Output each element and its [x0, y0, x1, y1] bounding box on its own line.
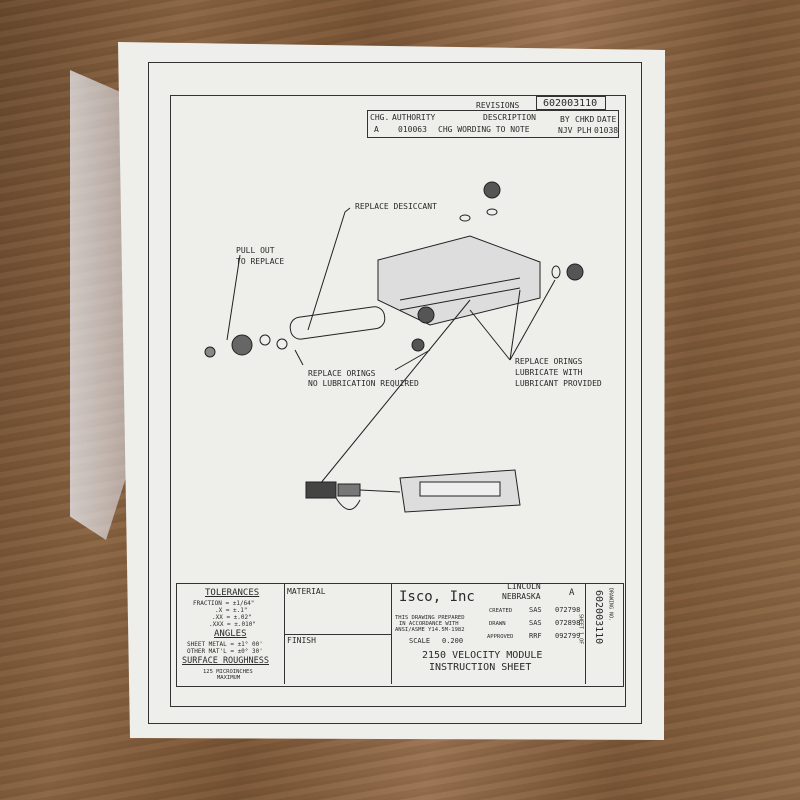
angles-title: ANGLES: [214, 629, 247, 639]
header-date: DATE: [597, 115, 617, 124]
divider: [585, 584, 586, 684]
oring: [459, 214, 471, 222]
fitting: [411, 338, 425, 352]
revisions-table: REVISIONS CHG. AUTHORITY DESCRIPTION BY …: [367, 101, 619, 138]
standard-line-2: IN ACCORDANCE WITH: [399, 621, 459, 627]
title-block: TOLERANCES FRACTION = ±1/64" .X = ±.1" .…: [176, 582, 624, 687]
cell-description: CHG WORDING TO NOTE: [438, 125, 530, 134]
callout-no-lubrication: NO LUBRICATION REQUIRED: [308, 379, 419, 388]
cell-authority: 010063: [398, 125, 427, 134]
approved-date: 092799: [555, 632, 581, 640]
drawing-no-label: DRAWING NO.: [607, 588, 614, 622]
callout-replace-orings-b: REPLACE ORINGS: [515, 357, 583, 366]
callout-replace-desiccant: REPLACE DESICCANT: [355, 202, 437, 211]
divider: [391, 584, 392, 684]
standard-line-3: ANSI/ASME Y14.5M-1982: [395, 627, 465, 633]
divider: [284, 634, 391, 635]
tolerances-cell: TOLERANCES FRACTION = ±1/64" .X = ±.1" .…: [177, 584, 285, 684]
header-chg: CHG.: [370, 113, 390, 122]
cell-chkd: PLH: [577, 126, 592, 135]
tolerance-x: .X = ±.1": [215, 607, 248, 614]
desiccant-tube: [289, 306, 386, 340]
pull-out-plug: [204, 346, 216, 358]
tolerance-xxx: .XXX = ±.010": [209, 621, 256, 628]
oring: [276, 338, 288, 350]
revisions-title: REVISIONS: [476, 101, 520, 110]
inner-border: [170, 95, 626, 707]
standard-line-1: THIS DRAWING PREPARED: [395, 615, 465, 621]
drawing-number: 602003110: [543, 98, 598, 109]
callout-pull-out: PULL OUT: [236, 246, 275, 255]
velocity-module-body: [377, 235, 541, 326]
cell-chg: A: [374, 125, 379, 134]
angle-sheet-metal: SHEET METAL = ±1° 00': [187, 641, 263, 648]
drawing-number-box: 602003110: [536, 96, 606, 110]
surface-roughness-title: SURFACE ROUGHNESS: [182, 656, 269, 666]
approved-by: RRF: [529, 632, 542, 640]
header-chkd: CHKD: [575, 115, 595, 124]
oring: [259, 334, 271, 346]
company-city: LINCOLN: [507, 582, 541, 591]
finish-label: FINISH: [287, 636, 316, 645]
tolerance-fraction: FRACTION = ±1/64": [193, 600, 255, 607]
created-date: 072798: [555, 606, 581, 614]
fitting: [483, 181, 501, 199]
header-by: BY: [560, 115, 570, 124]
company-state: NEBRASKA: [502, 592, 541, 601]
fitting: [566, 263, 584, 281]
header-description: DESCRIPTION: [483, 113, 536, 122]
scale-label: SCALE: [409, 637, 431, 645]
created-by: SAS: [529, 606, 542, 614]
oring: [486, 208, 498, 216]
oring: [551, 265, 561, 279]
revision-letter: A: [569, 588, 575, 598]
approved-label: APPROVED: [487, 634, 514, 640]
tolerance-xx: .XX = ±.02": [212, 614, 252, 621]
desiccant-cap: [417, 306, 435, 324]
material-label: MATERIAL: [287, 587, 326, 596]
drawn-by: SAS: [529, 619, 542, 627]
surface-microinches: 125 MICROINCHES: [203, 669, 253, 675]
surface-maximum: MAXIMUM: [217, 675, 241, 681]
drawing-no-vertical: 602003110: [593, 590, 604, 645]
callout-lubricant-provided: LUBRICANT PROVIDED: [515, 379, 602, 388]
header-authority: AUTHORITY: [392, 113, 436, 122]
angle-other: OTHER MAT'L = ±0° 30': [187, 648, 263, 655]
drawn-label: DRAWN: [489, 621, 506, 627]
callout-lubricate-with: LUBRICATE WITH: [515, 368, 583, 377]
sheet-number: SHEET 1 OF: [577, 614, 584, 645]
scale-value: 0.200: [442, 637, 464, 645]
drawn-date: 072898: [555, 619, 581, 627]
cell-date: 01038: [594, 126, 619, 135]
created-label: CREATED: [489, 608, 513, 614]
connector-fitting: [231, 334, 253, 356]
cell-by: NJV: [558, 126, 573, 135]
company-name: Isco, Inc: [399, 589, 475, 605]
outer-border: [148, 62, 642, 724]
callout-replace-orings-a: REPLACE ORINGS: [308, 369, 376, 378]
drawing-title-line-2: INSTRUCTION SHEET: [429, 662, 532, 673]
drawing-title-line-1: 2150 VELOCITY MODULE: [422, 650, 543, 661]
sensor-connector: [305, 481, 337, 499]
callout-to-replace: TO REPLACE: [236, 257, 285, 266]
tolerances-title: TOLERANCES: [205, 588, 260, 598]
